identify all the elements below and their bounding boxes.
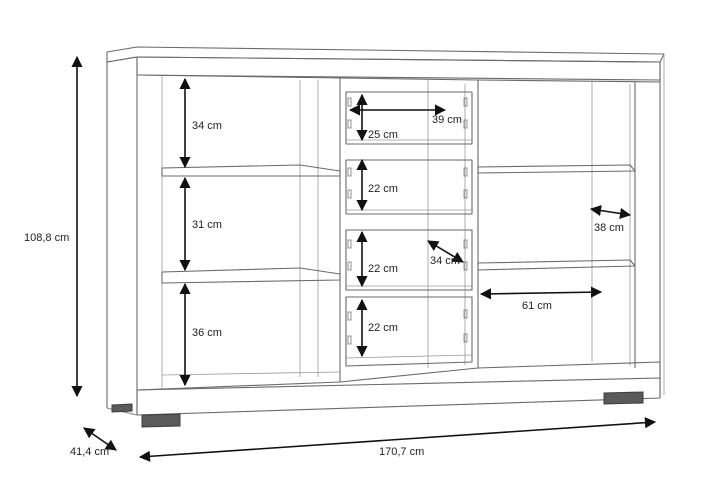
drawer-2-height-label: 22 cm: [368, 183, 398, 195]
drawer-4-height-label: 22 cm: [368, 322, 398, 334]
foot-right-front: [603, 391, 644, 405]
left-middle-label: 31 cm: [192, 219, 222, 231]
dimension-labels: 108,8 cm 41,4 cm 170,7 cm 34 cm 31 cm 36…: [24, 114, 624, 458]
left-shelf-upper: [161, 164, 341, 177]
depth-label: 41,4 cm: [70, 446, 109, 458]
depth-arrow: [83, 427, 117, 451]
dimension-lines: [71, 55, 657, 462]
drawer-1-height-label: 25 cm: [368, 129, 398, 141]
drawer-1: [345, 91, 473, 145]
left-bottom-label: 36 cm: [192, 327, 222, 339]
drawer-runner-holes: [347, 97, 468, 345]
right-width-arrow: [479, 286, 603, 300]
right-shelf-upper: [477, 164, 636, 174]
left-side-panel: [106, 56, 138, 416]
height-label: 108,8 cm: [24, 232, 69, 244]
drawer-4-floor: [345, 354, 473, 359]
foot-left-back: [111, 403, 133, 413]
drawer-2: [345, 159, 473, 215]
drawer-3-height-label: 22 cm: [368, 263, 398, 275]
foot-left-front: [141, 413, 181, 428]
width-label: 170,7 cm: [379, 446, 424, 458]
drawer-4: [345, 296, 473, 367]
plinth: [136, 377, 661, 416]
width-arrow: [138, 417, 657, 462]
right-shelf-depth-label: 38 cm: [594, 222, 624, 234]
right-bottom-edge: [477, 361, 661, 378]
sideboard-illustration: [106, 46, 665, 428]
right-door-frame: [477, 79, 661, 83]
drawer-1-width-label: 39 cm: [432, 114, 462, 126]
left-bottom-edge: [161, 371, 341, 376]
drawer-3: [345, 229, 473, 291]
drawer-3-depth-arrow: [427, 240, 464, 263]
drawer-3-depth-label: 34 cm: [430, 255, 460, 267]
right-shelf-depth-arrow: [589, 204, 632, 220]
left-shelf-lower: [161, 267, 341, 284]
right-width-label: 61 cm: [522, 300, 552, 312]
center-column-frame: [339, 77, 479, 383]
right-shelf-lower: [477, 259, 636, 271]
left-top-label: 34 cm: [192, 120, 222, 132]
left-door-frame: [136, 74, 341, 391]
